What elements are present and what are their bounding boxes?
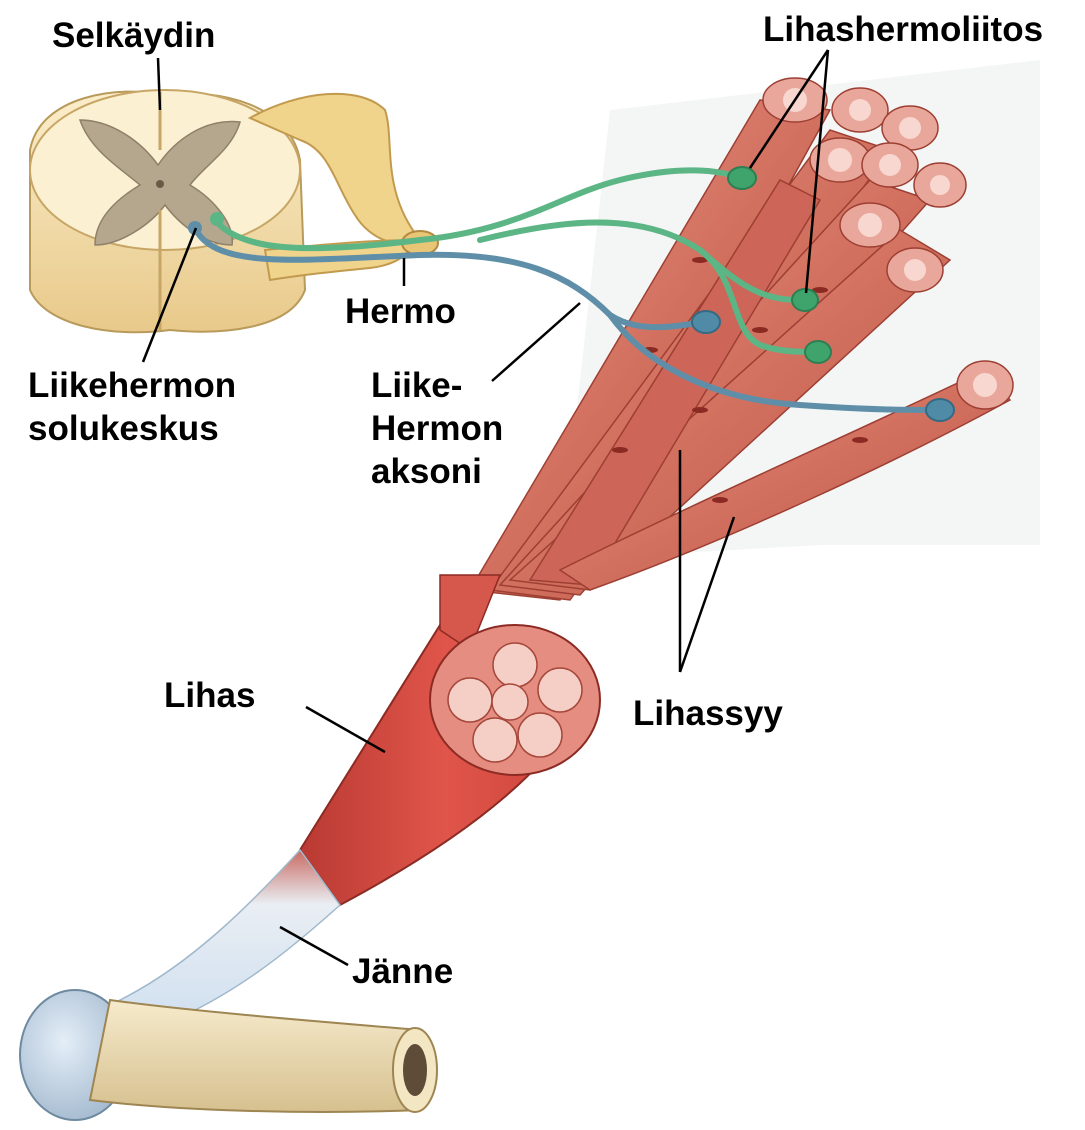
muscle — [300, 575, 600, 905]
label-tendon: Jänne — [352, 950, 453, 993]
tendon — [120, 850, 340, 1030]
label-line: solukeskus — [28, 407, 236, 450]
label-line: Liike- — [371, 364, 503, 407]
label-motor-neuron-axon: Liike- Hermon aksoni — [371, 364, 503, 493]
bone — [20, 990, 437, 1120]
label-motor-neuron-cell-body: Liikehermon solukeskus — [28, 364, 236, 450]
label-neuromuscular-junction: Lihashermoliitos — [763, 8, 1043, 51]
label-spinal-cord: Selkäydin — [52, 14, 215, 57]
leader-axon — [492, 303, 580, 381]
leader-muscle — [306, 707, 385, 752]
label-muscle-fiber: Lihassyy — [633, 692, 783, 735]
label-line: Hermon — [371, 407, 503, 450]
label-line: aksoni — [371, 450, 503, 493]
label-muscle: Lihas — [164, 674, 255, 717]
label-nerve: Hermo — [345, 290, 456, 333]
label-line: Liikehermon — [28, 364, 236, 407]
